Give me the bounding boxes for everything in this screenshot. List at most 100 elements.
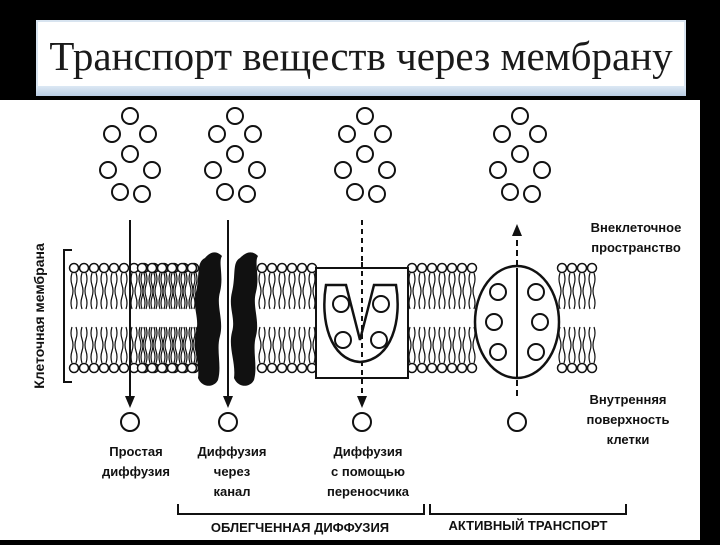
lipid-tail <box>168 326 176 364</box>
molecule <box>511 145 529 163</box>
molecule <box>204 161 222 179</box>
lipid-tail <box>178 272 186 310</box>
lipid-head <box>108 262 120 274</box>
lipid-head <box>98 362 110 374</box>
lipid-head <box>556 362 568 374</box>
lipid-head <box>68 262 80 274</box>
lipid-tail <box>408 272 416 310</box>
molecule <box>352 412 372 432</box>
lipid-tail <box>188 272 196 310</box>
title-bar <box>36 20 686 92</box>
lipid-tail <box>308 272 316 310</box>
channel-diffusion-label-line1: Диффузия <box>198 444 267 459</box>
inner-surface-label-line2: поверхность <box>586 412 669 427</box>
lipid-head <box>156 362 168 374</box>
lipid-head <box>566 362 578 374</box>
molecule <box>368 185 386 203</box>
lipid-tail <box>468 272 476 310</box>
lipid-tail <box>138 272 146 310</box>
molecule <box>208 125 226 143</box>
lipid-tail <box>578 326 586 364</box>
facilitated-diffusion-label: ОБЛЕГЧЕННАЯ ДИФФУЗИЯ <box>211 520 389 535</box>
lipid-head <box>186 262 198 274</box>
lipid-head <box>296 262 308 274</box>
lipid-tail <box>268 272 276 310</box>
lipid-head <box>286 262 298 274</box>
lipid-tail <box>568 326 576 364</box>
molecule <box>226 107 244 125</box>
inner-surface-label-line3: клетки <box>607 432 650 447</box>
lipid-head <box>296 362 308 374</box>
lipid-head <box>446 262 458 274</box>
lipid-head <box>436 362 448 374</box>
lipid-tail <box>150 272 158 310</box>
molecule <box>374 125 392 143</box>
lipid-tail <box>568 272 576 310</box>
lipid-head <box>176 362 188 374</box>
molecule <box>507 412 527 432</box>
lipid-tail <box>448 326 456 364</box>
lipid-tail <box>418 326 426 364</box>
cell-membrane <box>68 262 598 374</box>
molecule <box>143 161 161 179</box>
lipid-tail <box>298 326 306 364</box>
molecule <box>334 161 352 179</box>
lipid-tail <box>148 326 156 364</box>
lipid-tail <box>170 272 178 310</box>
lipid-tail <box>308 326 316 364</box>
lipid-tail <box>70 272 78 310</box>
lipid-head <box>118 362 130 374</box>
lipid-head <box>566 262 578 274</box>
lipid-head <box>88 362 100 374</box>
transport-arrows <box>125 220 522 408</box>
membrane-bracket <box>63 249 72 383</box>
lipid-head <box>456 262 468 274</box>
lipid-tail <box>558 326 566 364</box>
lipid-head <box>436 262 448 274</box>
molecule <box>238 185 256 203</box>
lipid-head <box>446 362 458 374</box>
arrow-down-icon <box>223 396 233 408</box>
molecule <box>501 183 519 201</box>
molecule <box>139 125 157 143</box>
molecule <box>133 185 151 203</box>
lipid-tail <box>578 272 586 310</box>
lipid-head <box>146 262 158 274</box>
molecule <box>489 161 507 179</box>
lipid-tail <box>70 326 78 364</box>
molecule <box>216 183 234 201</box>
lipid-tail <box>408 326 416 364</box>
lipid-head <box>186 362 198 374</box>
lipid-tail <box>458 272 466 310</box>
lipid-tail <box>458 326 466 364</box>
lipid-tail <box>428 272 436 310</box>
lipid-head <box>416 362 428 374</box>
lipid-tail <box>298 272 306 310</box>
lipid-head <box>266 362 278 374</box>
lipid-head <box>78 362 90 374</box>
lipid-head <box>136 262 148 274</box>
membrane-side-label: Клеточная мембрана <box>31 243 47 389</box>
molecule <box>111 183 129 201</box>
carrier-diffusion-label-line2: с помощью <box>331 464 405 479</box>
molecule <box>248 161 266 179</box>
molecule <box>338 125 356 143</box>
molecule <box>121 145 139 163</box>
lipid-tail <box>120 272 128 310</box>
lipid-tail <box>268 326 276 364</box>
lipid-tail <box>258 272 266 310</box>
lipid-tail <box>140 326 148 364</box>
molecule <box>99 161 117 179</box>
lipid-tail <box>438 326 446 364</box>
lipid-tail <box>468 326 476 364</box>
active-transport-label: АКТИВНЫЙ ТРАНСПОРТ <box>449 518 608 533</box>
molecule <box>356 107 374 125</box>
lipid-tail <box>160 272 168 310</box>
slide-title: Транспорт веществ через мембрану <box>49 33 673 79</box>
lipid-head <box>416 262 428 274</box>
lipid-head <box>426 262 438 274</box>
lipid-tail <box>138 326 146 364</box>
lipid-tail <box>110 326 118 364</box>
membrane-transport-diagram: Клеточная мембрана <box>31 107 681 535</box>
lipid-tail <box>180 272 188 310</box>
